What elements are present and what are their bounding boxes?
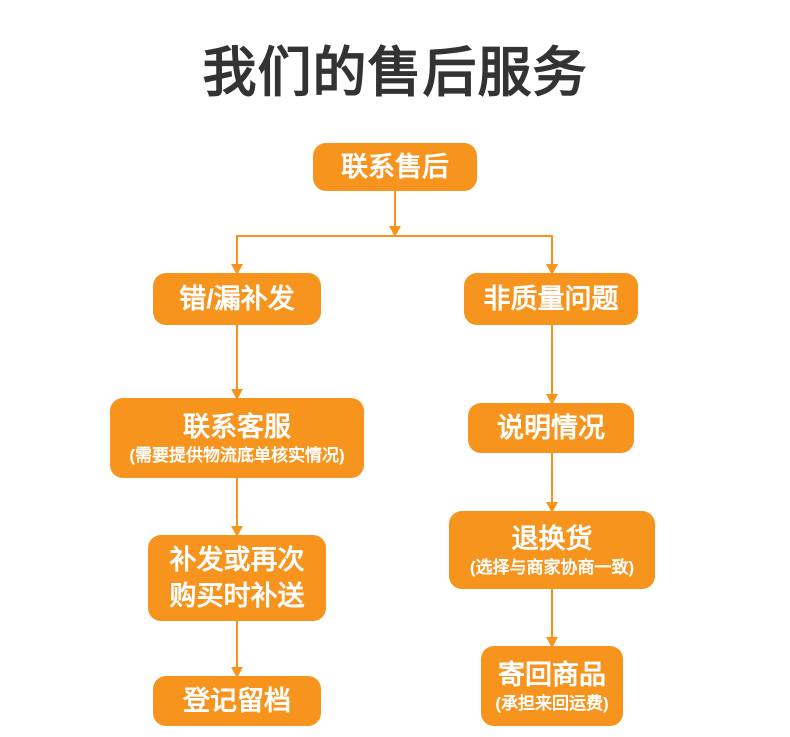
- arrowhead-right-1-2: [546, 394, 558, 405]
- arrowhead-right-3-4: [546, 637, 558, 648]
- arrowhead-left-1-2: [231, 389, 243, 400]
- connector-right-2-3: [551, 453, 553, 511]
- node-label: 联系客服: [183, 411, 291, 442]
- node-explain-situation[interactable]: 说明情况: [468, 403, 634, 453]
- arrowhead-left-2-3: [231, 526, 243, 537]
- node-label: 登记留档: [183, 686, 291, 716]
- node-label-line1: 补发或再次: [169, 545, 305, 575]
- connector-right-3-4: [551, 589, 553, 646]
- node-non-quality-issue[interactable]: 非质量问题: [464, 273, 638, 325]
- node-wrong-missing-reship[interactable]: 错/漏补发: [153, 273, 321, 325]
- connector-left-1-2: [236, 325, 238, 398]
- page-title: 我们的售后服务: [202, 43, 588, 103]
- arrowhead-left-leg: [231, 264, 243, 275]
- arrowhead-left-3-4: [231, 667, 243, 678]
- connector-left-3-4: [236, 621, 238, 676]
- connector-left-leg: [236, 235, 238, 273]
- node-label-line2: 购买时补送: [169, 581, 305, 611]
- node-label: 非质量问题: [483, 284, 619, 314]
- node-ship-back-goods[interactable]: 寄回商品 (承担来回运费): [481, 646, 623, 726]
- node-return-exchange[interactable]: 退换货 (选择与商家协商一致): [449, 511, 655, 589]
- arrowhead-root-stem: [389, 226, 401, 237]
- arrowhead-right-2-3: [546, 502, 558, 513]
- connector-right-leg: [551, 235, 553, 273]
- node-register-archive[interactable]: 登记留档: [153, 676, 321, 726]
- node-label: 错/漏补发: [179, 284, 295, 314]
- node-label: 联系售后: [341, 152, 449, 182]
- connector-root-stem: [394, 191, 396, 235]
- node-contact-customer-service[interactable]: 联系客服 (需要提供物流底单核实情况): [110, 398, 364, 478]
- connector-right-1-2: [551, 325, 553, 403]
- node-label: 寄回商品: [498, 659, 606, 690]
- node-label: 退换货: [511, 523, 593, 554]
- node-reship-or-compensate[interactable]: 补发或再次 购买时补送: [148, 535, 326, 621]
- node-note: (需要提供物流底单核实情况): [129, 445, 345, 465]
- arrowhead-right-leg: [546, 264, 558, 275]
- node-note: (选择与商家协商一致): [469, 557, 635, 577]
- node-note: (承担来回运费): [495, 693, 609, 713]
- node-label: 说明情况: [497, 413, 605, 443]
- connector-left-2-3: [236, 478, 238, 535]
- node-contact-aftersales[interactable]: 联系售后: [313, 143, 477, 191]
